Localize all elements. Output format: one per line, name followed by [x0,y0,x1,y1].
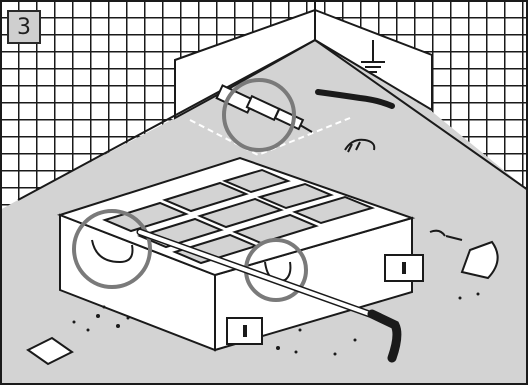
step-number-badge: 3 [7,10,41,44]
step-number: 3 [17,15,31,40]
